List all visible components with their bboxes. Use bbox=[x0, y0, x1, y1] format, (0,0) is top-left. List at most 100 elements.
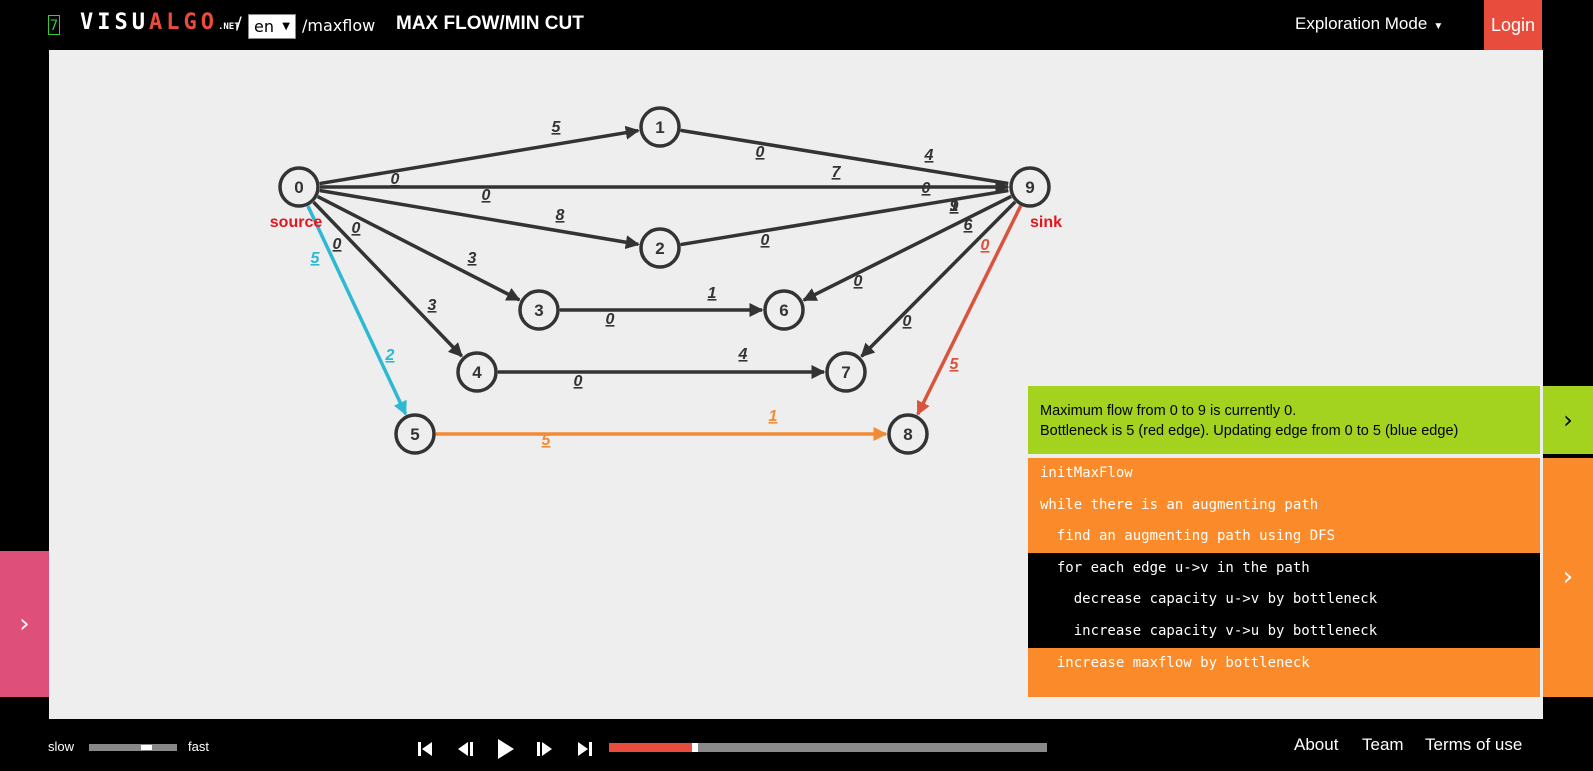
edge-0-5 bbox=[306, 205, 408, 416]
graph-node-2[interactable]: 2 bbox=[639, 227, 681, 269]
pseudocode-panel: initMaxFlow while there is an augmenting… bbox=[1028, 458, 1540, 697]
graph-node-1[interactable]: 1 bbox=[639, 106, 681, 148]
edge-0-4 bbox=[312, 200, 464, 358]
logo-text-net: .NET bbox=[217, 22, 240, 32]
node-circle bbox=[394, 413, 436, 455]
edge-9-6 bbox=[802, 194, 1012, 302]
node-circle bbox=[639, 227, 681, 269]
graph-node-0[interactable]: 0 bbox=[278, 166, 320, 208]
edge-capacity-label: 7 bbox=[832, 164, 842, 181]
caret-down-icon: ▼ bbox=[1433, 21, 1444, 32]
terms-link[interactable]: Terms of use bbox=[1425, 735, 1523, 754]
edge-capacity-label: 4 bbox=[924, 147, 934, 164]
node-circle bbox=[518, 289, 560, 331]
progress-handle[interactable] bbox=[692, 743, 698, 752]
graph-node-7[interactable]: 7 bbox=[825, 351, 867, 393]
code-line: while there is an augmenting path bbox=[1040, 496, 1319, 513]
code-panel-toggle[interactable]: › bbox=[1543, 458, 1593, 697]
edge-capacity-label: 6 bbox=[964, 217, 973, 234]
edge-capacity-label: 1 bbox=[950, 198, 959, 215]
node-label: 4 bbox=[472, 363, 482, 382]
graph-node-6[interactable]: 6 bbox=[763, 289, 805, 331]
node-label: 9 bbox=[1025, 178, 1034, 197]
logo[interactable]: VISUALGO.NET bbox=[80, 10, 240, 35]
edges bbox=[306, 121, 1023, 441]
speed-slow-label: slow bbox=[48, 739, 75, 754]
node-label: 0 bbox=[294, 178, 303, 197]
path-separator: / bbox=[236, 14, 242, 34]
edge-capacity-label: 0 bbox=[391, 171, 400, 188]
about-link[interactable]: About bbox=[1294, 735, 1339, 754]
code-line: increase capacity v->u by bottleneck bbox=[1028, 615, 1540, 648]
edge-capacity-label: 0 bbox=[352, 220, 361, 237]
mode-dropdown[interactable]: Exploration Mode ▼ bbox=[1295, 14, 1443, 34]
node-label: 1 bbox=[655, 118, 664, 137]
progress-fill bbox=[609, 743, 692, 752]
speed-slider-handle[interactable] bbox=[141, 745, 152, 750]
graph-node-4[interactable]: 4 bbox=[456, 351, 498, 393]
logo-text-algo: ALGO bbox=[148, 10, 218, 35]
node-circle bbox=[825, 351, 867, 393]
progress-track[interactable] bbox=[609, 743, 1047, 752]
left-panel-toggle[interactable]: › bbox=[0, 551, 49, 697]
edge-capacity-label: 3 bbox=[468, 250, 477, 267]
edge-capacity-label: 0 bbox=[981, 237, 990, 254]
code-line: decrease capacity u->v by bottleneck bbox=[1028, 584, 1540, 616]
edge-1-9 bbox=[667, 121, 1009, 186]
graph-node-9[interactable]: 9 bbox=[1009, 166, 1051, 208]
top-bar: 7 VISUALGO.NET / en ▼ /maxflow MAX FLOW/… bbox=[0, 0, 1593, 50]
status-panel-toggle[interactable]: › bbox=[1543, 386, 1593, 454]
graph-node-8[interactable]: 8 bbox=[887, 413, 929, 455]
team-link[interactable]: Team bbox=[1362, 735, 1404, 754]
chevron-down-icon: ▼ bbox=[282, 21, 290, 32]
code-line: increase maxflow by bottleneck bbox=[1040, 654, 1310, 671]
edge-capacity-label: 8 bbox=[556, 207, 565, 224]
language-select[interactable]: en ▼ bbox=[248, 14, 296, 39]
edge-capacity-label: 3 bbox=[428, 297, 437, 314]
code-line: find an augmenting path using DFS bbox=[1040, 528, 1336, 545]
edge-capacity-label: 0 bbox=[333, 236, 342, 253]
status-line-1: Maximum flow from 0 to 9 is currently 0. bbox=[1040, 403, 1297, 419]
edge-capacity-label: 4 bbox=[738, 346, 748, 363]
node-label: 7 bbox=[841, 363, 850, 382]
speed-fast-label: fast bbox=[188, 739, 209, 754]
edge-capacity-label: 1 bbox=[769, 408, 778, 425]
edge-capacity-label: 5 bbox=[552, 119, 562, 136]
code-line: for each edge u->v in the path bbox=[1028, 552, 1540, 585]
source-label: source bbox=[270, 214, 323, 231]
edge-capacity-label: 0 bbox=[922, 180, 931, 197]
edge-capacity-label: 0 bbox=[854, 273, 863, 290]
edge-capacity-label: 1 bbox=[708, 285, 717, 302]
speed-slider[interactable] bbox=[89, 744, 177, 751]
graph-node-3[interactable]: 3 bbox=[518, 289, 560, 331]
page-title: MAX FLOW/MIN CUT bbox=[396, 13, 584, 34]
nodes: 0 1 2 3 4 5 6 7 8 9 bbox=[278, 106, 1051, 455]
login-button[interactable]: Login bbox=[1484, 0, 1542, 50]
edge-0-1 bbox=[319, 125, 640, 186]
edge-capacity-label: 0 bbox=[574, 373, 583, 390]
node-label: 3 bbox=[534, 301, 543, 320]
node-label: 5 bbox=[410, 425, 419, 444]
graph-node-5[interactable]: 5 bbox=[394, 413, 436, 455]
mode-label: Exploration Mode bbox=[1295, 14, 1428, 33]
node-circle bbox=[278, 166, 320, 208]
logo-badge[interactable]: 7 bbox=[48, 15, 60, 35]
skip-to-end-icon[interactable] bbox=[570, 735, 600, 763]
edge-capacity-label: 5 bbox=[950, 356, 960, 373]
step-forward-icon[interactable] bbox=[530, 735, 560, 763]
node-label: 8 bbox=[903, 425, 912, 444]
status-line-2: Bottleneck is 5 (red edge). Updating edg… bbox=[1040, 423, 1459, 439]
step-backward-icon[interactable] bbox=[450, 735, 480, 763]
play-icon[interactable] bbox=[490, 735, 520, 763]
edge-0-2 bbox=[319, 188, 640, 250]
language-value: en bbox=[254, 17, 274, 36]
node-label: 6 bbox=[779, 301, 788, 320]
node-circle bbox=[456, 351, 498, 393]
node-circle bbox=[763, 289, 805, 331]
edge-capacity-label: 0 bbox=[482, 187, 491, 204]
skip-to-start-icon[interactable] bbox=[410, 735, 440, 763]
edge-capacity-label: 0 bbox=[761, 232, 770, 249]
edge-0-3 bbox=[316, 195, 521, 302]
